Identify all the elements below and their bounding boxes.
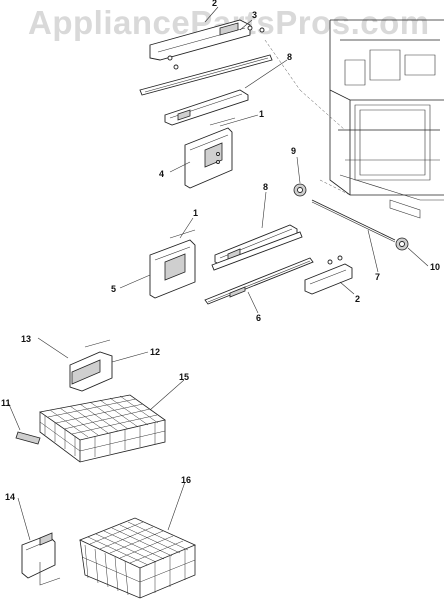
callout-2-top: 2	[212, 0, 217, 8]
callout-2-lower: 2	[355, 294, 360, 304]
callout-11: 11	[1, 398, 11, 408]
bracket-upper	[184, 117, 236, 189]
bracket-lower-right	[304, 255, 353, 295]
handle-part	[15, 431, 41, 445]
callout-4: 4	[159, 169, 164, 179]
clip-part	[69, 339, 113, 392]
cabinet-frame	[299, 19, 444, 219]
callout-7: 7	[375, 272, 380, 282]
wire-basket-upper	[38, 394, 166, 463]
upper-slide-assembly	[139, 19, 301, 96]
slide-rail-lower	[211, 224, 303, 271]
callout-16: 16	[181, 475, 191, 485]
slide-rail-bottom	[204, 257, 314, 305]
callout-6: 6	[256, 313, 261, 323]
callout-9: 9	[291, 146, 296, 156]
callout-5: 5	[111, 284, 116, 294]
knob-part	[293, 183, 307, 197]
bracket-lower	[149, 229, 196, 299]
callout-8-upper: 8	[287, 52, 292, 62]
callout-1-upper: 1	[259, 109, 264, 119]
callout-1-lower: 1	[193, 208, 198, 218]
callout-8-lower: 8	[263, 182, 268, 192]
gear-part	[395, 237, 409, 251]
callout-13: 13	[21, 334, 31, 344]
callout-10: 10	[430, 262, 440, 272]
callout-3: 3	[252, 10, 257, 20]
bracket-basket	[21, 532, 61, 586]
slide-rail-upper	[164, 89, 249, 126]
callout-12: 12	[150, 347, 160, 357]
callout-14: 14	[5, 492, 15, 502]
rod-part	[311, 199, 396, 243]
wire-basket-lower	[78, 517, 197, 599]
leader-lines	[7, 6, 429, 541]
callout-15: 15	[179, 372, 189, 382]
